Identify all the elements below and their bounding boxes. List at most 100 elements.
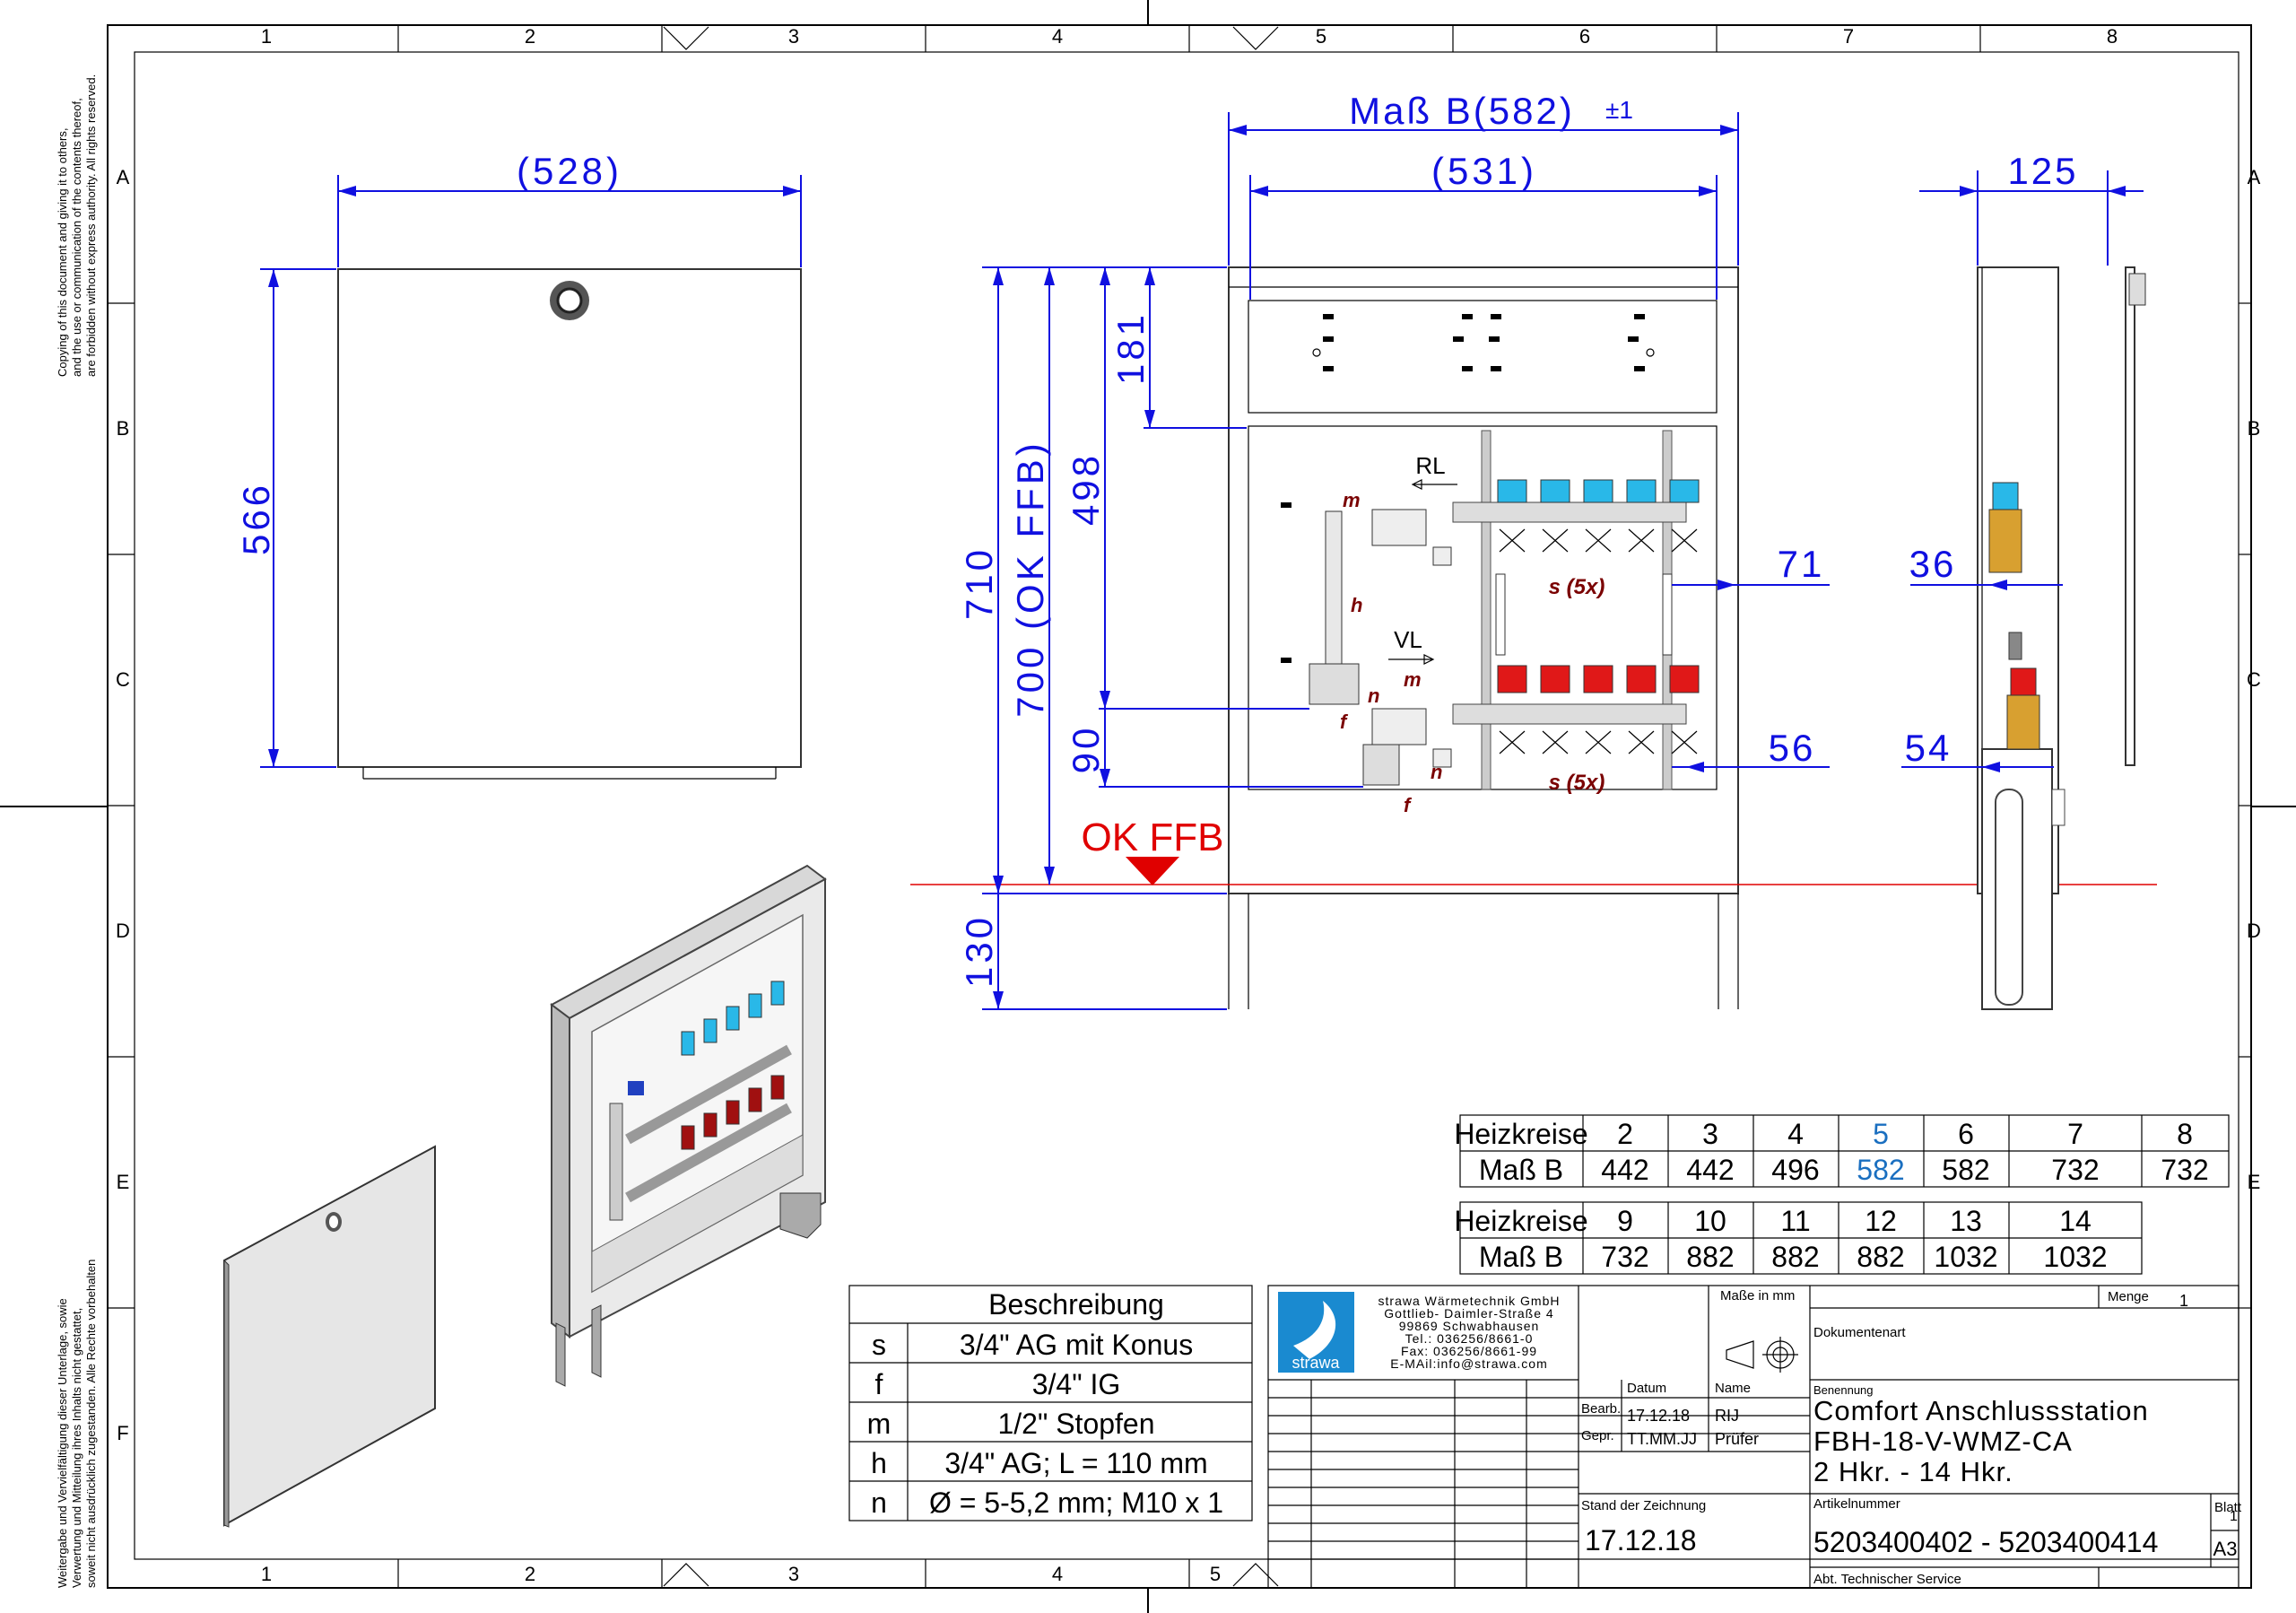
stand-value: 17.12.18 [1585,1524,1697,1556]
mass-b-dim [1228,112,1739,266]
table2-heizkreise-cell: 9 [1617,1205,1633,1237]
legend-title: Beschreibung [988,1288,1164,1321]
table1-mass-b-cell: 496 [1771,1154,1819,1186]
logo-text: strawa [1292,1354,1340,1372]
d56-label: 56 [1769,727,1816,769]
table2-heizkreise-cell: 13 [1950,1205,1982,1237]
name-label: Name [1715,1381,1751,1396]
row-label-left: C [116,668,130,691]
copyright-en: Copying of this document and giving it t… [56,74,98,377]
gepr-date: TT.MM.JJ [1627,1430,1697,1448]
table2-mass-b-cell: 732 [1601,1241,1648,1273]
table1-heizkreise-cell: 5 [1873,1118,1889,1150]
side-dims [1901,170,2144,772]
bearb-name: RIJ [1715,1407,1739,1425]
table1-heizkreise-cell: 7 [2067,1118,2083,1150]
table1-heizkreise-label: Heizkreise [1454,1118,1587,1150]
table1-mass-b-cell: 732 [2051,1154,2099,1186]
heizkreise-table-1 [1459,1114,2230,1188]
front-height-dim [260,268,336,768]
legend-key: h [871,1447,887,1479]
col-label-top: 5 [1316,25,1326,48]
table2-heizkreise-cell: 12 [1865,1205,1897,1237]
legend-desc: 1/2" Stopfen [997,1408,1154,1440]
side-view [1977,266,2146,1010]
menge-value: 1 [2179,1292,2188,1310]
strawa-logo-wave-icon [1293,1301,1336,1359]
blatt-value: 1 [2230,1509,2238,1524]
table2-mass-b-cell: 882 [1857,1241,1904,1273]
sheet-format: A3 [2213,1538,2238,1560]
masse-in-mm: Maße in mm [1720,1288,1795,1303]
col-label-bottom: 5 [1210,1563,1221,1585]
title-block [1267,1285,2239,1589]
svg-text:are forbidden without express: are forbidden without express authority.… [84,74,98,377]
svg-text:99869 Schwabhausen: 99869 Schwabhausen [1399,1319,1540,1333]
svg-text:Verwertung und Mitteilung ihre: Verwertung und Mitteilung ihres Inhalts … [70,1308,83,1588]
col-label-top: 3 [788,25,799,48]
mass-b-label: Maß B(582) [1349,90,1575,132]
company-address: strawa Wärmetechnik GmbH Gottlieb- Daiml… [1378,1294,1560,1371]
row-label-left: F [117,1422,128,1444]
col-label-top: 4 [1052,25,1063,48]
front-width-dim [337,175,802,267]
isometric-cabinet [550,864,827,1387]
svg-text:soweit nicht ausdrücklich zuge: soweit nicht ausdrücklich zugestanden. A… [84,1260,98,1588]
table2-heizkreise-cell: 11 [1780,1205,1810,1237]
svg-text:Gottlieb- Daimler-Straße 4: Gottlieb- Daimler-Straße 4 [1384,1306,1553,1321]
table1-heizkreise-cell: 6 [1958,1118,1974,1150]
mass-b-tolerance: ±1 [1605,96,1633,124]
row-label-right: D [2247,920,2261,942]
legend-key: n [871,1487,887,1519]
row-label-right: C [2247,668,2261,691]
f-label-1: f [1340,711,1349,733]
datum-label: Datum [1627,1381,1666,1396]
blatt-label: Blatt [2214,1500,2242,1515]
d36-label: 36 [1909,543,1957,585]
svg-text:E-MAil:info@strawa.com: E-MAil:info@strawa.com [1390,1356,1547,1371]
legend-desc: 3/4" IG [1032,1368,1121,1400]
table1-heizkreise-cell: 3 [1702,1118,1718,1150]
svg-text:and the use or communication o: and the use or communication of the cont… [70,98,83,377]
h498-label: 498 [1065,452,1107,526]
d71-label: 71 [1778,543,1825,585]
h181-label: 181 [1109,311,1152,385]
table2-mass-b-label: Maß B [1479,1241,1563,1273]
row-label-left: B [117,417,130,440]
table1-heizkreise-cell: 8 [2177,1118,2193,1150]
table1-mass-b-cell: 582 [1942,1154,1989,1186]
row-label-right: E [2248,1171,2261,1193]
bearb-date: 17.12.18 [1627,1407,1690,1425]
table2-heizkreise-cell: 14 [2059,1205,2092,1237]
dokumentenart-label: Dokumentenart [1813,1325,1906,1340]
ok-ffb-marker-icon [1126,857,1179,885]
gepr-name: Prüfer [1715,1430,1759,1448]
drawing-title-line1: Comfort Anschlussstation [1813,1395,2149,1426]
h-label: h [1351,594,1362,616]
artikelnummer-label: Artikelnummer [1813,1496,1900,1512]
abt-label: Abt. Technischer Service [1813,1572,1961,1587]
rl-arrow-icon [1411,479,1457,490]
legend-desc: Ø = 5-5,2 mm; M10 x 1 [929,1487,1223,1519]
table1-mass-b-cell: 442 [1601,1154,1648,1186]
n-label-1: n [1368,684,1379,707]
menge-label: Menge [2108,1289,2149,1304]
col-label-top: 7 [1843,25,1854,48]
table2-mass-b-cell: 1032 [2043,1241,2107,1273]
table2-heizkreise-cell: 10 [1694,1205,1726,1237]
projection-symbol-icon [1726,1337,1798,1373]
f-label-2: f [1404,794,1413,816]
table1-heizkreise-cell: 2 [1617,1118,1633,1150]
gepr-label: Gepr. [1581,1428,1614,1443]
table2-mass-b-cell: 1032 [1934,1241,1997,1273]
col-label-bottom: 4 [1052,1563,1063,1585]
copyright-de: Weitergabe und Vervielfältigung dieser U… [56,1260,98,1588]
vl-label: VL [1394,626,1422,653]
svg-text:Tel.: 036256/8661-0: Tel.: 036256/8661-0 [1405,1331,1534,1346]
drawing-title-line2: FBH-18-V-WMZ-CA [1813,1426,2073,1457]
s5x-label-lower: s (5x) [1549,771,1605,795]
table1-mass-b-cell: 582 [1857,1154,1904,1186]
col-label-bottom: 3 [788,1563,799,1585]
